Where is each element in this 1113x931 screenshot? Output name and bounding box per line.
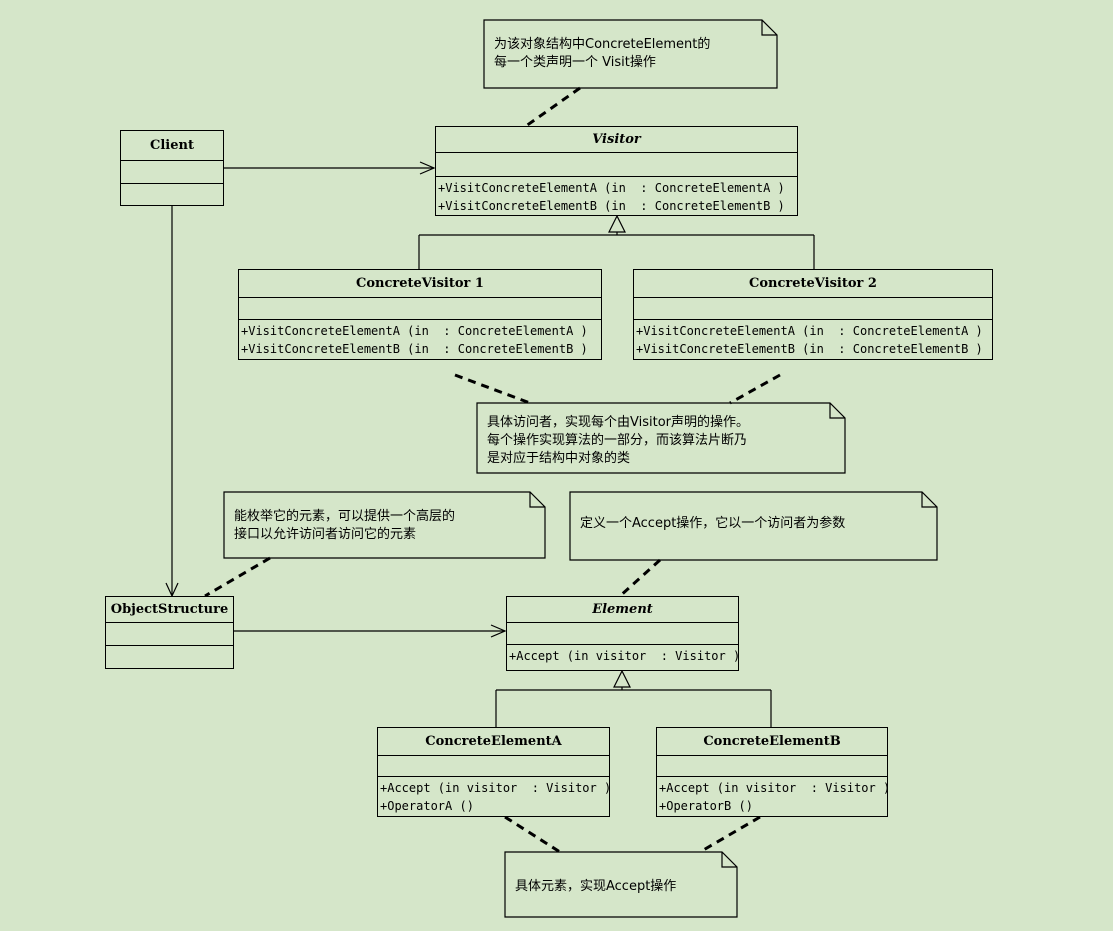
element-note-anchor (618, 558, 662, 598)
operation: +VisitConcreteElementA (in : ConcreteEle… (636, 324, 983, 338)
note-line: 每个操作实现算法的一部分，而该算法片断乃 (487, 433, 748, 448)
class-element-name: Element (507, 597, 738, 623)
note-line: 为该对象结构中ConcreteElement的 (494, 37, 711, 52)
os-note-anchor (204, 556, 271, 598)
ce-note-shape (504, 851, 738, 918)
class-visitor-attributes (436, 153, 797, 177)
class-client-name: Client (121, 131, 223, 161)
class-concrete-element-b-operations: +Accept (in visitor : Visitor ) +Operato… (657, 777, 891, 817)
note-concrete-element: 具体元素，实现Accept操作 (505, 870, 722, 904)
class-object-structure-attributes (106, 623, 233, 646)
ceb-note-anchor (699, 815, 761, 854)
cv-note-shape (476, 402, 846, 474)
operation: +VisitConcreteElementB (in : ConcreteEle… (636, 342, 983, 356)
class-object-structure-operations (106, 646, 233, 650)
class-element-attributes (507, 623, 738, 645)
class-visitor-name: Visitor (436, 127, 797, 153)
element-inheritance-triangle (613, 669, 631, 688)
class-concrete-element-b[interactable]: ConcreteElementB +Accept (in visitor : V… (656, 727, 891, 817)
operation: +Accept (in visitor : Visitor ) (659, 781, 891, 795)
visitor-inheritance-triangle (608, 214, 626, 233)
class-concrete-element-a-operations: +Accept (in visitor : Visitor ) +Operato… (378, 777, 612, 817)
class-concrete-element-a[interactable]: ConcreteElementA +Accept (in visitor : V… (377, 727, 612, 817)
class-client-attributes (121, 161, 223, 184)
class-concrete-element-b-attributes (657, 756, 887, 777)
element-note-shape (569, 491, 938, 561)
class-client-operations (121, 184, 223, 188)
note-line: 具体访问者，实现每个由Visitor声明的操作。 (487, 415, 749, 430)
class-object-structure[interactable]: ObjectStructure (105, 596, 234, 669)
note-line: 具体元素，实现Accept操作 (515, 879, 677, 894)
class-concrete-element-a-attributes (378, 756, 609, 777)
operation: +VisitConcreteElementB (in : ConcreteEle… (438, 199, 785, 213)
operation: +OperatorA () (380, 799, 474, 813)
class-concrete-element-b-name: ConcreteElementB (657, 728, 887, 756)
cv2-note-anchor (729, 373, 781, 405)
objstruct-element-arrowhead (490, 624, 507, 638)
note-line: 能枚举它的元素，可以提供一个高层的 (234, 509, 456, 524)
class-client[interactable]: Client (120, 130, 224, 206)
class-concrete-visitor-2-attributes (634, 298, 992, 320)
note-line: 定义一个Accept操作，它以一个访问者为参数 (580, 516, 846, 531)
class-concrete-visitor-1-name: ConcreteVisitor 1 (239, 270, 601, 298)
os-note-shape (223, 491, 546, 559)
operation: +VisitConcreteElementA (in : ConcreteEle… (438, 181, 785, 195)
note-visitor: 为该对象结构中ConcreteElement的 每一个类声明一个 Visit操作 (484, 28, 762, 80)
note-element: 定义一个Accept操作，它以一个访问者为参数 (570, 507, 922, 541)
client-visitor-arrowhead (419, 161, 436, 175)
operation: +Accept (in visitor : Visitor ) (380, 781, 612, 795)
operation: +VisitConcreteElementA (in : ConcreteEle… (241, 324, 588, 338)
class-element-operations: +Accept (in visitor : Visitor ) (507, 645, 741, 667)
class-concrete-element-a-name: ConcreteElementA (378, 728, 609, 756)
class-concrete-visitor-2-name: ConcreteVisitor 2 (634, 270, 992, 298)
class-visitor-operations: +VisitConcreteElementA (in : ConcreteEle… (436, 177, 797, 217)
class-visitor[interactable]: Visitor +VisitConcreteElementA (in : Con… (435, 126, 798, 216)
note-object-structure: 能枚举它的元素，可以提供一个高层的 接口以允许访问者访问它的元素 (224, 500, 530, 552)
cea-note-anchor (504, 815, 561, 854)
visitor-note-shape (483, 19, 778, 89)
class-concrete-visitor-1-operations: +VisitConcreteElementA (in : ConcreteEle… (239, 320, 601, 360)
visitor-note-anchor (525, 86, 581, 128)
note-line: 接口以允许访问者访问它的元素 (234, 527, 417, 542)
class-concrete-visitor-2-operations: +VisitConcreteElementA (in : ConcreteEle… (634, 320, 992, 360)
cv1-note-anchor (454, 373, 531, 405)
class-concrete-visitor-1-attributes (239, 298, 601, 320)
class-concrete-visitor-1[interactable]: ConcreteVisitor 1 +VisitConcreteElementA… (238, 269, 602, 360)
operation: +VisitConcreteElementB (in : ConcreteEle… (241, 342, 588, 356)
note-line: 是对应于结构中对象的类 (487, 451, 631, 466)
note-line: 每一个类声明一个 Visit操作 (494, 55, 656, 70)
note-concrete-visitor: 具体访问者，实现每个由Visitor声明的操作。 每个操作实现算法的一部分，而该… (477, 406, 837, 476)
operation: +OperatorB () (659, 799, 753, 813)
operation: +Accept (in visitor : Visitor ) (509, 649, 741, 663)
class-concrete-visitor-2[interactable]: ConcreteVisitor 2 +VisitConcreteElementA… (633, 269, 993, 360)
class-element[interactable]: Element +Accept (in visitor : Visitor ) (506, 596, 741, 671)
class-object-structure-name: ObjectStructure (106, 597, 233, 623)
